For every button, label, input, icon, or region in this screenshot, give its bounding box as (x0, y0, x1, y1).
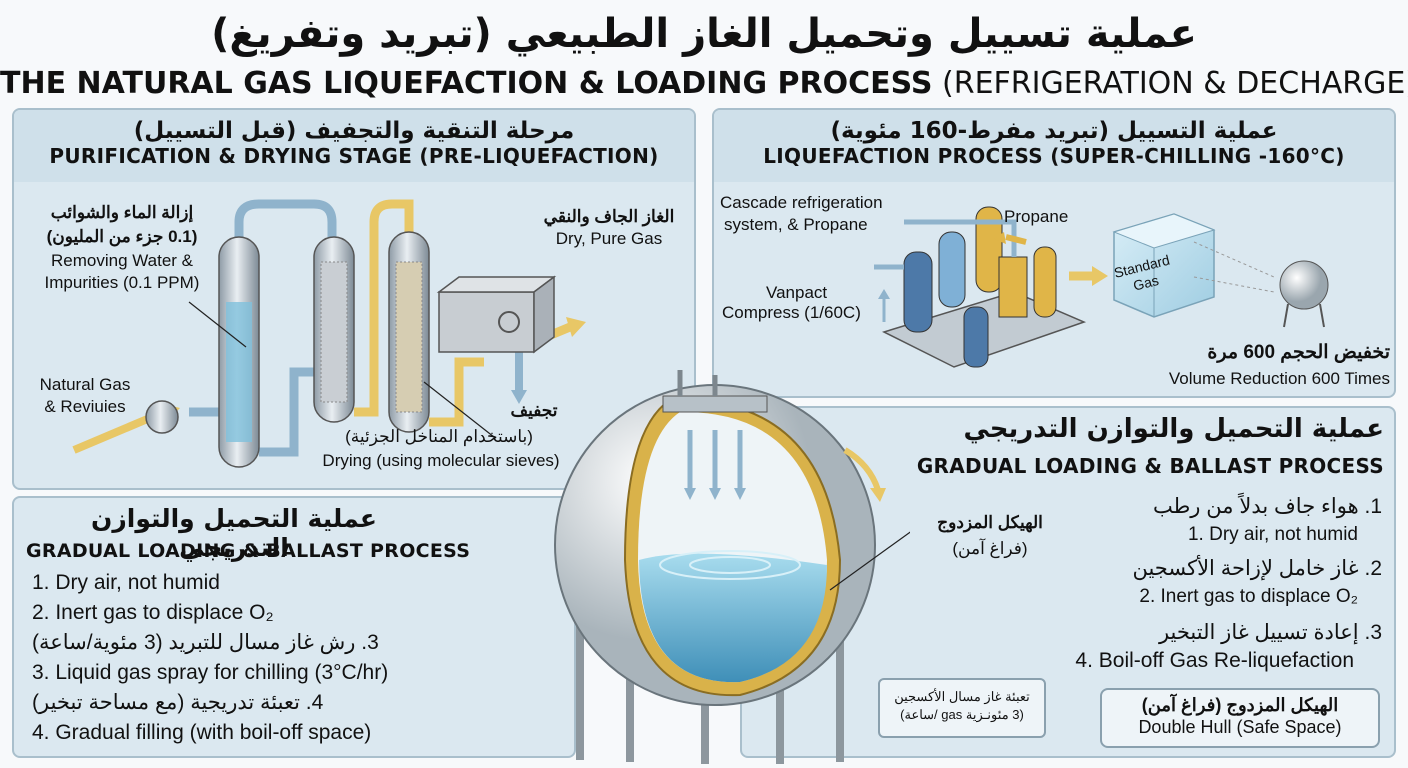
double-hull-box-en: Double Hull (Safe Space) (1138, 717, 1342, 737)
liquefaction-diagram (874, 206, 1329, 368)
purification-diagram (72, 199, 586, 468)
purification-heading-arabic: مرحلة التنقية والتجفيف (قبل التسييل) (133, 118, 575, 144)
loading-left-item-2: 3. رش غاز مسال للتبريد (3 مئوية/ساعة) (32, 631, 379, 654)
loading-right-item3-ar: 3. إعادة تسييل غاز التبخير (1158, 621, 1382, 644)
natural-gas-label-1: Natural Gas (39, 375, 131, 394)
propane-label: Propane (1004, 207, 1069, 226)
loading-left-item-0: 1. Dry air, not humid (32, 571, 220, 594)
lng-tank-illustration (554, 370, 910, 764)
loading-right-item2-en: 2. Inert gas to displace O₂ (1139, 586, 1358, 607)
dry-gas-label-ar: الغاز الجاف والنقي (543, 207, 675, 226)
loading-left-heading-arabic: عملية التحميل والتوازن التدريجي (91, 504, 377, 562)
removing-label-ar-2: (0.1 جزء من المليون) (46, 227, 198, 246)
removing-label-ar-1: إزالة الماء والشوائب (50, 203, 194, 222)
loading-right-item2-ar: 2. غاز خامل لإزاحة الأكسجين (1132, 557, 1382, 580)
main-title-bold: THE NATURAL GAS LIQUEFACTION & LOADING P… (0, 66, 933, 101)
main-title-arabic: عملية تسييل وتحميل الغاز الطبيعي (تبريد … (211, 11, 1197, 57)
drying-label-ar-1: تجفيف (510, 401, 558, 420)
volume-reduction-ar: تخفيض الحجم 600 مرة (1207, 342, 1390, 363)
dry-gas-label-en: Dry, Pure Gas (555, 229, 663, 248)
drying-label-en: Drying (using molecular sieves) (322, 451, 560, 470)
double-hull-box: الهيكل المزدوج (فراغ آمن) Double Hull (S… (1100, 688, 1380, 748)
liquefaction-heading-english: LIQUEFACTION PROCESS (SUPER-CHILLING -16… (763, 144, 1345, 168)
loading-left-item-3: 3. Liquid gas spray for chilling (3°C/hr… (32, 661, 389, 684)
loading-left-item-5: 4. Gradual filling (with boil-off space) (32, 721, 372, 744)
double-hull-box-ar: الهيكل المزدوج (فراغ آمن) (1141, 695, 1339, 715)
loading-right-item1-ar: 1. هواء جاف بدلاً من رطب (1152, 495, 1382, 518)
loading-right-item1-en: 1. Dry air, not humid (1187, 524, 1358, 545)
main-title-english: THE NATURAL GAS LIQUEFACTION & LOADING P… (0, 64, 1408, 104)
tank-callout-line-2: (3 مئونـزية gas /ساعة) (900, 707, 1024, 722)
loading-right-item4-en: 4. Boil-off Gas Re-liquefaction (1075, 649, 1354, 672)
removing-label-en-1: Removing Water & (50, 251, 194, 270)
tank-double-hull-ar-2: (فراغ آمن) (952, 539, 1028, 558)
tank-double-hull-ar-1: الهيكل المزدوج (937, 513, 1043, 532)
volume-reduction-en: Volume Reduction 600 Times (1168, 369, 1390, 388)
purification-heading-english: PURIFICATION & DRYING STAGE (PRE-LIQUEFA… (49, 144, 659, 168)
natural-gas-label-2: & Reviuies (44, 397, 126, 416)
compress-label: Compress (1/60C) (722, 303, 861, 322)
drying-label-ar-2: (باستخدام المناخل الجزئية) (345, 427, 533, 446)
cascade-label-1: Cascade refrigeration (720, 193, 883, 212)
tank-callout-box: تعبئة غاز مسال الأكسجين (3 مئونـزية gas … (878, 678, 1046, 738)
removing-label-en-2: Impurities (0.1 PPM) (44, 273, 200, 292)
purification-panel: مرحلة التنقية والتجفيف (قبل التسييل) PUR… (12, 108, 696, 490)
cascade-label-2: system, & Propane (724, 215, 868, 234)
liquefaction-panel: عملية التسييل (تبريد مفرط-160 مئوية) LIQ… (712, 108, 1396, 398)
loading-right-heading-english: GRADUAL LOADING & BALLAST PROCESS (916, 454, 1384, 478)
loading-left-heading-english: GRADUAL LOADING & BALLAST PROCESS (26, 540, 471, 562)
tank-callout-line-1: تعبئة غاز مسال الأكسجين (894, 689, 1030, 704)
liquefaction-heading-arabic: عملية التسييل (تبريد مفرط-160 مئوية) (830, 118, 1278, 144)
purification-header: مرحلة التنقية والتجفيف (قبل التسييل) PUR… (14, 110, 694, 182)
main-title-light: (REFRIGERATION & DECHARGE) (942, 66, 1408, 101)
loading-right-heading-arabic: عملية التحميل والتوازن التدريجي (963, 414, 1384, 444)
liquefaction-header: عملية التسييل (تبريد مفرط-160 مئوية) LIQ… (714, 110, 1394, 182)
loading-left-item-4: 4. تعبئة تدريجية (مع مساحة تبخير) (32, 691, 324, 714)
vanpact-label: Vanpact (766, 283, 828, 302)
loading-left-item-1: 2. Inert gas to displace O₂ (32, 601, 274, 624)
loading-panel-left: عملية التحميل والتوازن التدريجي GRADUAL … (12, 496, 576, 758)
